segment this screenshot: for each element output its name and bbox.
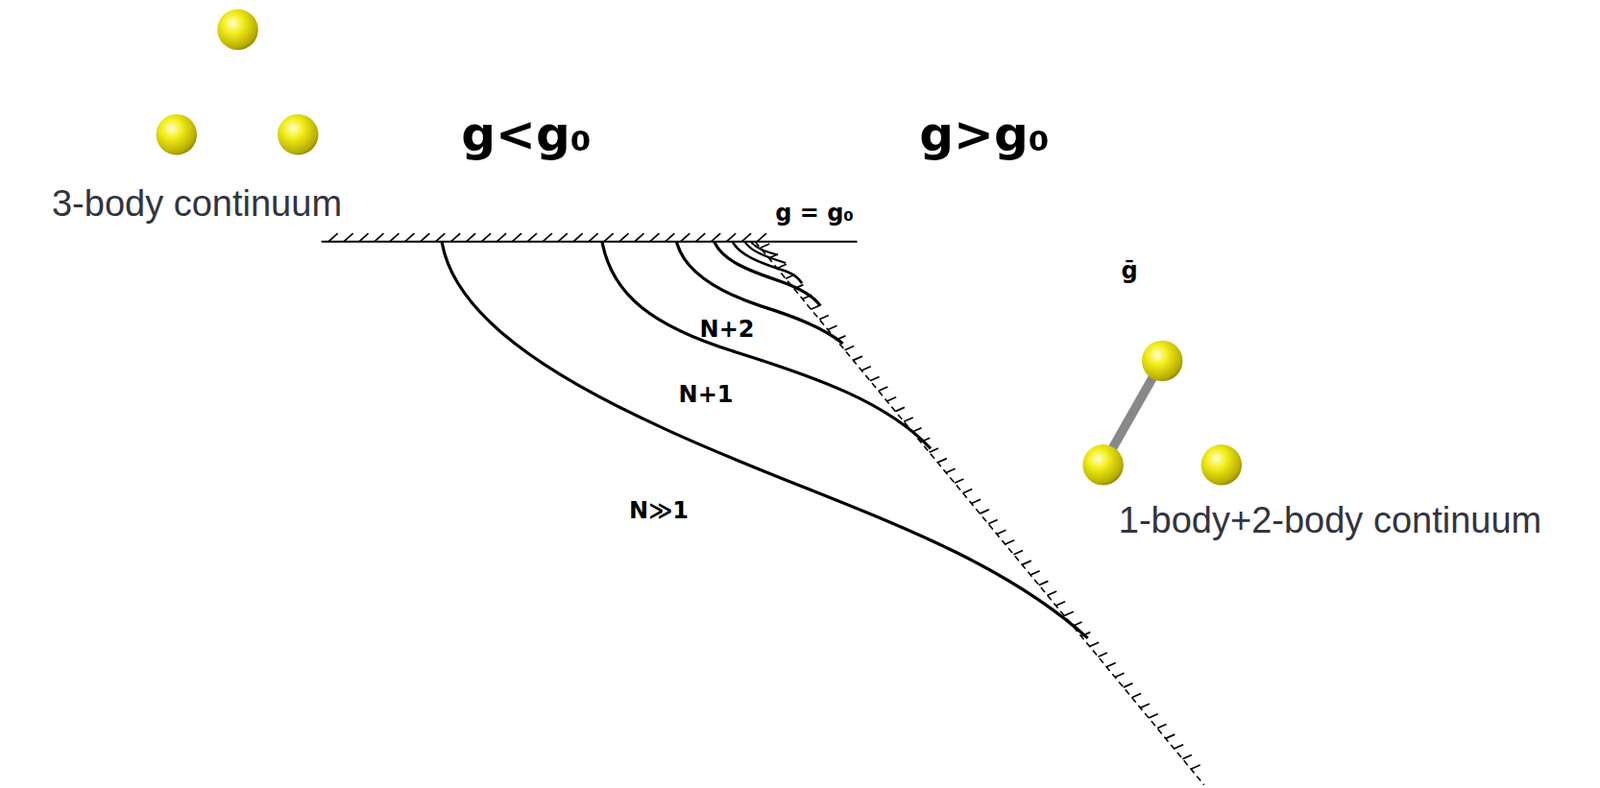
dimer-plus-atom — [1082, 340, 1242, 486]
threshold-lines — [321, 242, 1205, 786]
three-atoms — [156, 9, 319, 156]
level-label: N+1 — [678, 383, 734, 407]
hatch-marks — [328, 233, 1201, 770]
threshold-label: g = g₀ — [775, 201, 854, 225]
regime-label: g<g₀ — [460, 110, 591, 159]
continuum-label: 3-body continuum — [51, 185, 342, 222]
continuum-label: 1-body+2-body continuum — [1118, 502, 1542, 539]
efimov-levels — [441, 242, 1089, 639]
level-label: N+2 — [700, 317, 755, 341]
regime-label: g>g₀ — [919, 110, 1049, 159]
coupling-label: ḡ — [1120, 259, 1138, 283]
level-label: N≫1 — [629, 499, 689, 523]
